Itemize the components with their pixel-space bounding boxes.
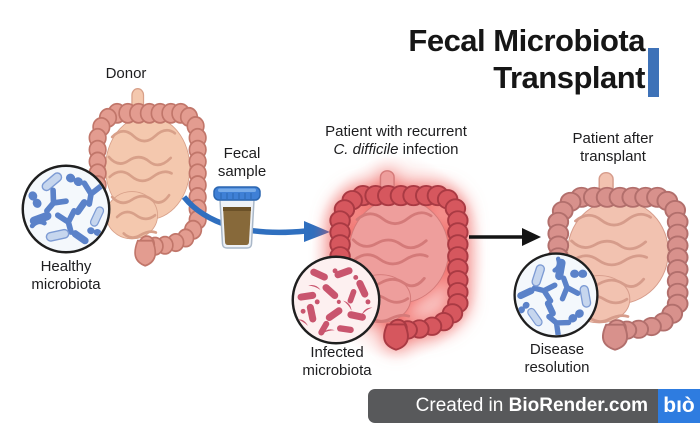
title-line-2: Transplant: [493, 60, 645, 95]
donor-label: Donor: [105, 65, 147, 82]
healthy-microbiota-label: Healthy microbiota: [31, 258, 101, 293]
credit-text: Created in BioRender.com: [415, 395, 648, 416]
disease-resolution-magnifier: [513, 252, 599, 338]
treatment-arrow: [469, 228, 541, 246]
title-line-1: Fecal Microbiota: [408, 23, 645, 58]
title-accent-bar: [648, 48, 659, 97]
patient-recurrent-label: Patient with recurrent C. difficile infe…: [325, 123, 467, 158]
biorender-credit-bar: Created in BioRender.com bıò: [368, 389, 700, 423]
biorender-logo: bıò: [658, 389, 700, 423]
fecal-sample-label: Fecal sample: [217, 145, 267, 180]
page-title: Fecal Microbiota Transplant: [408, 22, 645, 96]
healthy-microbiota-magnifier: [21, 164, 111, 254]
infected-microbiota-label: Infected microbiota: [302, 344, 372, 379]
fecal-sample-jar-illustration: [213, 186, 261, 249]
disease-resolution-label: Disease resolution: [524, 341, 590, 376]
biorender-brand: BioRender.com: [508, 395, 648, 416]
patient-after-label: Patient after transplant: [572, 130, 654, 165]
infected-microbiota-magnifier: [291, 255, 381, 345]
